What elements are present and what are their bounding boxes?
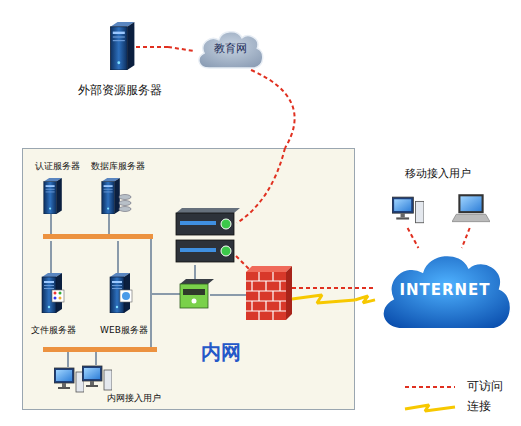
legend-text: 连接 — [467, 400, 491, 414]
cloud-outline — [199, 32, 263, 68]
node-label: 文件服务器 — [31, 325, 76, 335]
user-node: 移动接入用户 — [380, 168, 495, 228]
legend-sample — [403, 380, 457, 394]
access-line — [136, 46, 168, 48]
server-node: 外部资源服务器 — [72, 20, 168, 98]
server-node: 认证服务器 — [31, 161, 83, 219]
connect-bolt — [355, 296, 375, 303]
legend-text: 可访问 — [467, 380, 503, 394]
server-icon — [110, 22, 134, 70]
zone-label: 内网 — [201, 341, 241, 364]
node-label: 认证服务器 — [35, 161, 80, 171]
legend-line — [405, 386, 455, 388]
node-label: 教育网 — [214, 43, 247, 56]
legend-row: 连接 — [403, 399, 491, 415]
server-node: 文件服务器 — [25, 273, 81, 335]
legend-line — [405, 405, 455, 411]
node-label: INTERNET — [399, 282, 490, 299]
node-label: 内网接入用户 — [107, 393, 161, 403]
legend-row: 可访问 — [403, 379, 503, 395]
laptop-icon — [452, 194, 490, 221]
server-node: 数据库服务器 — [87, 161, 149, 219]
node-label: 数据库服务器 — [91, 161, 145, 171]
access-line — [355, 287, 375, 289]
node-label: 外部资源服务器 — [78, 84, 162, 98]
legend-sample — [403, 400, 457, 414]
cloud-node: INTERNET — [375, 248, 515, 333]
cloud-outline — [383, 255, 511, 328]
cloud-node: 教育网 — [195, 28, 265, 70]
access-line — [408, 228, 470, 248]
user-node: 内网接入用户 — [49, 363, 161, 403]
pc-icon — [392, 197, 424, 223]
access-line — [168, 47, 195, 51]
node-label: WEB服务器 — [100, 325, 148, 335]
server-node: WEB服务器 — [93, 273, 155, 335]
access-line — [251, 70, 295, 148]
node-label: 移动接入用户 — [405, 168, 471, 181]
intranet-zone: 内网 认证服务器 数据库服务器文件服务器 WEB服务器内网接入用户 — [22, 148, 355, 410]
